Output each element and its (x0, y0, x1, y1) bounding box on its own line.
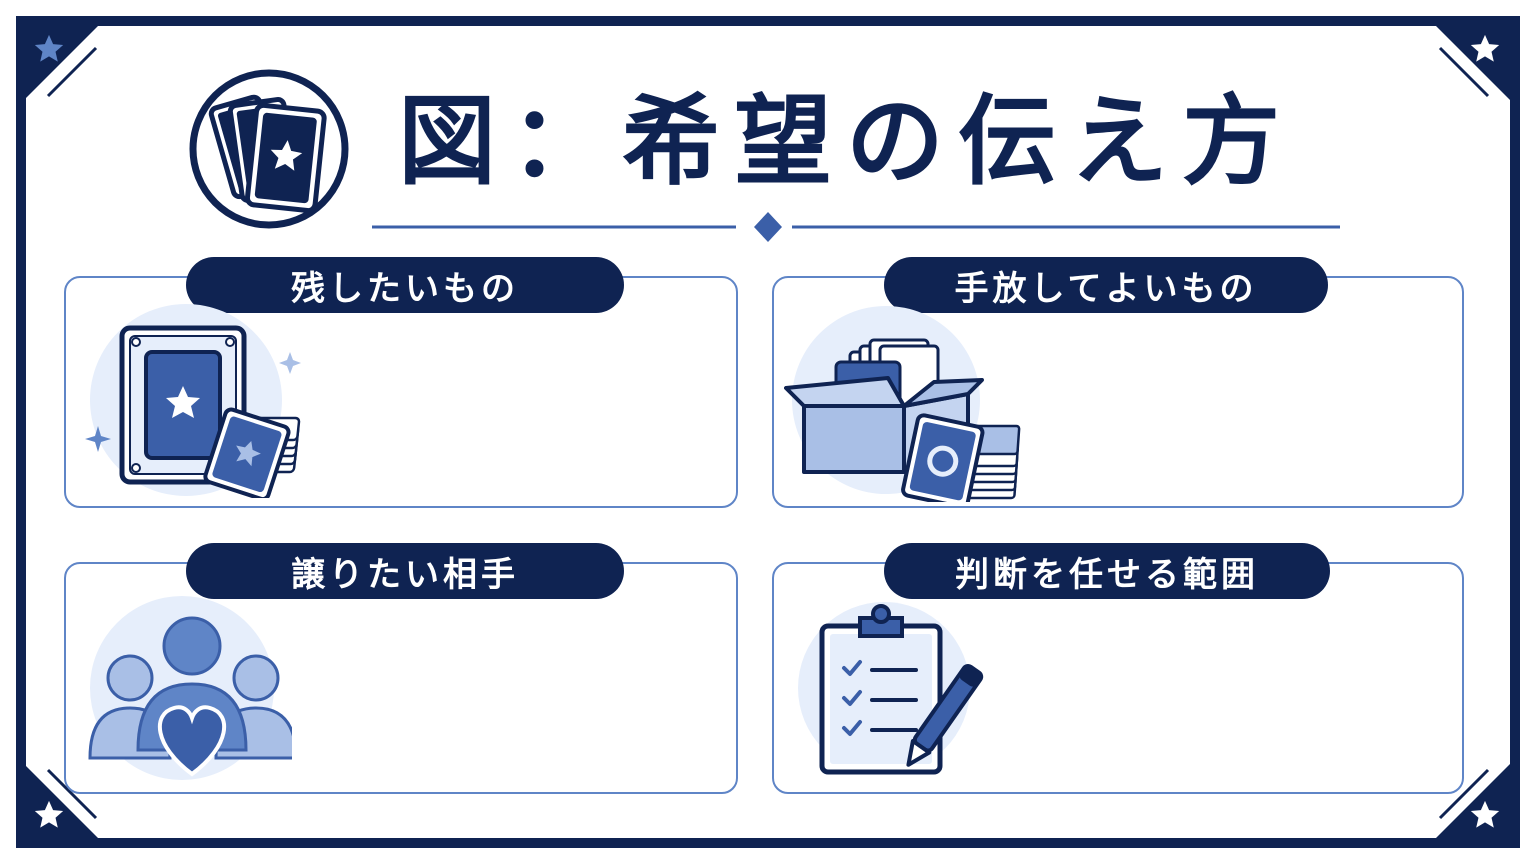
corner-star-icon (34, 34, 64, 62)
corner-star-icon (1470, 34, 1500, 62)
title-divider (372, 212, 1340, 242)
tarot-cards-star-icon (189, 69, 349, 229)
box-of-cards-icon (784, 306, 1021, 502)
page-title: 図：希望の伝え方 (398, 85, 1295, 199)
panel-label-let-go: 手放してよいもの (884, 257, 1328, 313)
corner-star-icon (34, 800, 64, 828)
clipboard-checklist-pen-icon (798, 602, 984, 775)
title-block: 図：希望の伝え方 (188, 60, 1348, 230)
people-with-heart-icon (88, 596, 292, 780)
panel-label-delegation-scope: 判断を任せる範囲 (884, 543, 1330, 599)
framed-card-with-cards-icon (85, 304, 301, 498)
corner-star-icon (1470, 800, 1500, 828)
panel-label-keep: 残したいもの (186, 257, 624, 313)
panel-label-recipients: 譲りたい相手 (186, 543, 624, 599)
